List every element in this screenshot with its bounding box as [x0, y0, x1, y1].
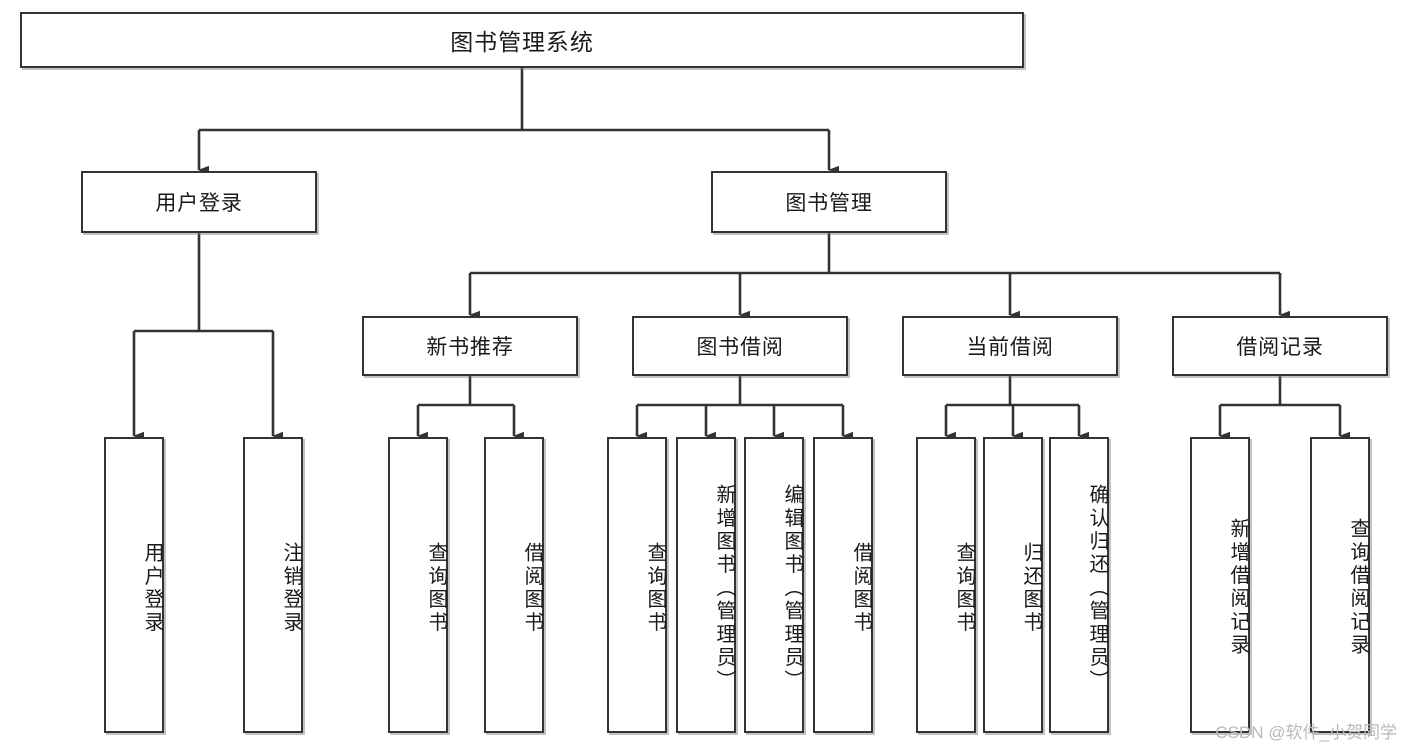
node-leaf-confirm-return[interactable]: 确认归还（管理员）: [1049, 437, 1109, 733]
node-book-manage[interactable]: 图书管理: [711, 171, 947, 233]
node-leaf-query-record[interactable]: 查询借阅记录: [1310, 437, 1370, 733]
node-label: 归还图书: [1020, 541, 1042, 635]
node-label: 编辑图书（管理员）: [781, 483, 803, 693]
node-label: 注销登录: [280, 541, 302, 635]
node-user-login[interactable]: 用户登录: [81, 171, 317, 233]
node-leaf-add-record[interactable]: 新增借阅记录: [1190, 437, 1250, 733]
node-label: 用户登录: [141, 541, 163, 635]
node-label: 查询借阅记录: [1347, 518, 1369, 658]
node-label: 新增图书（管理员）: [713, 483, 735, 693]
node-label: 图书管理系统: [450, 29, 594, 55]
node-leaf-query-book-1[interactable]: 查询图书: [388, 437, 448, 733]
node-label: 确认归还（管理员）: [1086, 483, 1108, 693]
node-leaf-user-login[interactable]: 用户登录: [104, 437, 164, 733]
node-leaf-edit-book[interactable]: 编辑图书（管理员）: [744, 437, 804, 733]
node-label: 当前借阅: [966, 336, 1054, 359]
watermark-label: CSDN @软件_小贺同学: [1215, 723, 1397, 742]
node-current-borrow[interactable]: 当前借阅: [902, 316, 1118, 376]
node-label: 借阅图书: [521, 541, 543, 635]
node-leaf-query-book-3[interactable]: 查询图书: [916, 437, 976, 733]
node-label: 用户登录: [155, 192, 243, 215]
node-label: 查询图书: [953, 541, 975, 635]
node-label: 图书借阅: [696, 336, 784, 359]
node-new-book-recommend[interactable]: 新书推荐: [362, 316, 578, 376]
node-root[interactable]: 图书管理系统: [20, 12, 1024, 68]
node-book-borrow[interactable]: 图书借阅: [632, 316, 848, 376]
node-borrow-record[interactable]: 借阅记录: [1172, 316, 1388, 376]
node-leaf-add-book[interactable]: 新增图书（管理员）: [676, 437, 736, 733]
node-label: 借阅图书: [850, 541, 872, 635]
node-leaf-borrow-book-1[interactable]: 借阅图书: [484, 437, 544, 733]
node-leaf-return-book[interactable]: 归还图书: [983, 437, 1043, 733]
node-leaf-query-book-2[interactable]: 查询图书: [607, 437, 667, 733]
node-label: 新书推荐: [426, 336, 514, 359]
node-label: 借阅记录: [1236, 336, 1324, 359]
node-leaf-logout[interactable]: 注销登录: [243, 437, 303, 733]
node-label: 查询图书: [644, 541, 666, 635]
node-label: 新增借阅记录: [1227, 518, 1249, 658]
node-label: 查询图书: [425, 541, 447, 635]
node-leaf-borrow-book-2[interactable]: 借阅图书: [813, 437, 873, 733]
node-label: 图书管理: [785, 192, 873, 215]
